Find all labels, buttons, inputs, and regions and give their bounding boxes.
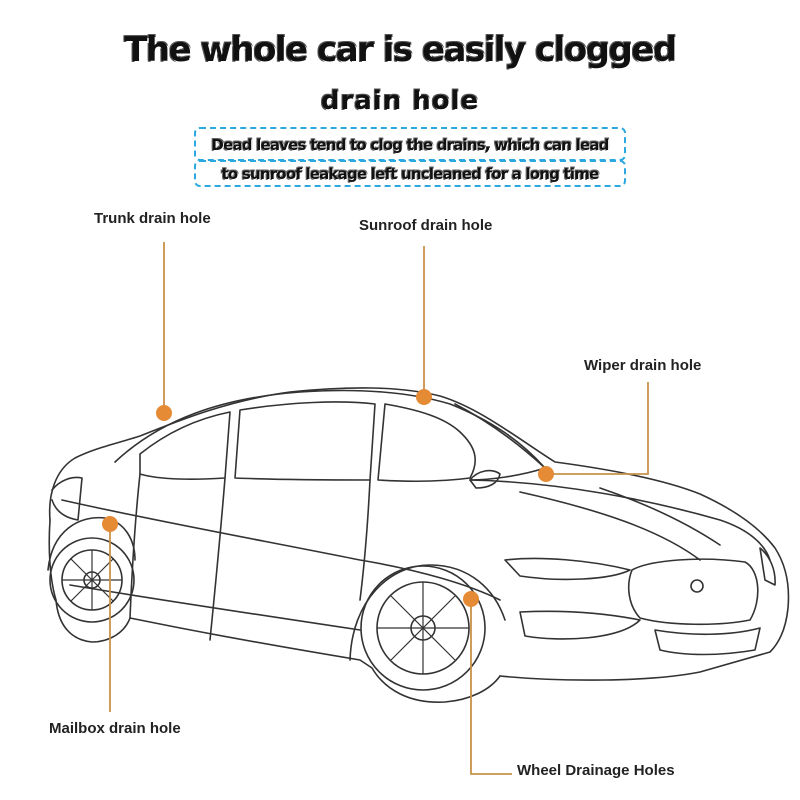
trunk-drain-marker bbox=[156, 405, 172, 421]
page-title: The whole car is easily clogged bbox=[124, 30, 677, 70]
note-line-2: to sunroof leakage left uncleaned for a … bbox=[194, 160, 626, 187]
leader-lines bbox=[109, 242, 649, 775]
mailbox-drain-marker bbox=[102, 516, 118, 532]
marker-dots bbox=[102, 389, 554, 607]
page-subtitle: drain hole bbox=[320, 86, 480, 116]
label-wheel-drain: Wheel Drainage Holes bbox=[517, 762, 675, 779]
label-wiper-drain: Wiper drain hole bbox=[584, 357, 702, 374]
leader-line-wiper bbox=[546, 382, 649, 475]
car-outline bbox=[47, 387, 790, 703]
wheel-spokes bbox=[62, 550, 469, 674]
wiper-drain-marker bbox=[538, 466, 554, 482]
label-mailbox-drain: Mailbox drain hole bbox=[49, 720, 181, 737]
label-trunk-drain: Trunk drain hole bbox=[94, 210, 211, 227]
leader-line-wheel bbox=[470, 599, 512, 775]
sunroof-drain-marker bbox=[416, 389, 432, 405]
label-sunroof-drain: Sunroof drain hole bbox=[359, 217, 493, 234]
wheel-drain-marker bbox=[463, 591, 479, 607]
